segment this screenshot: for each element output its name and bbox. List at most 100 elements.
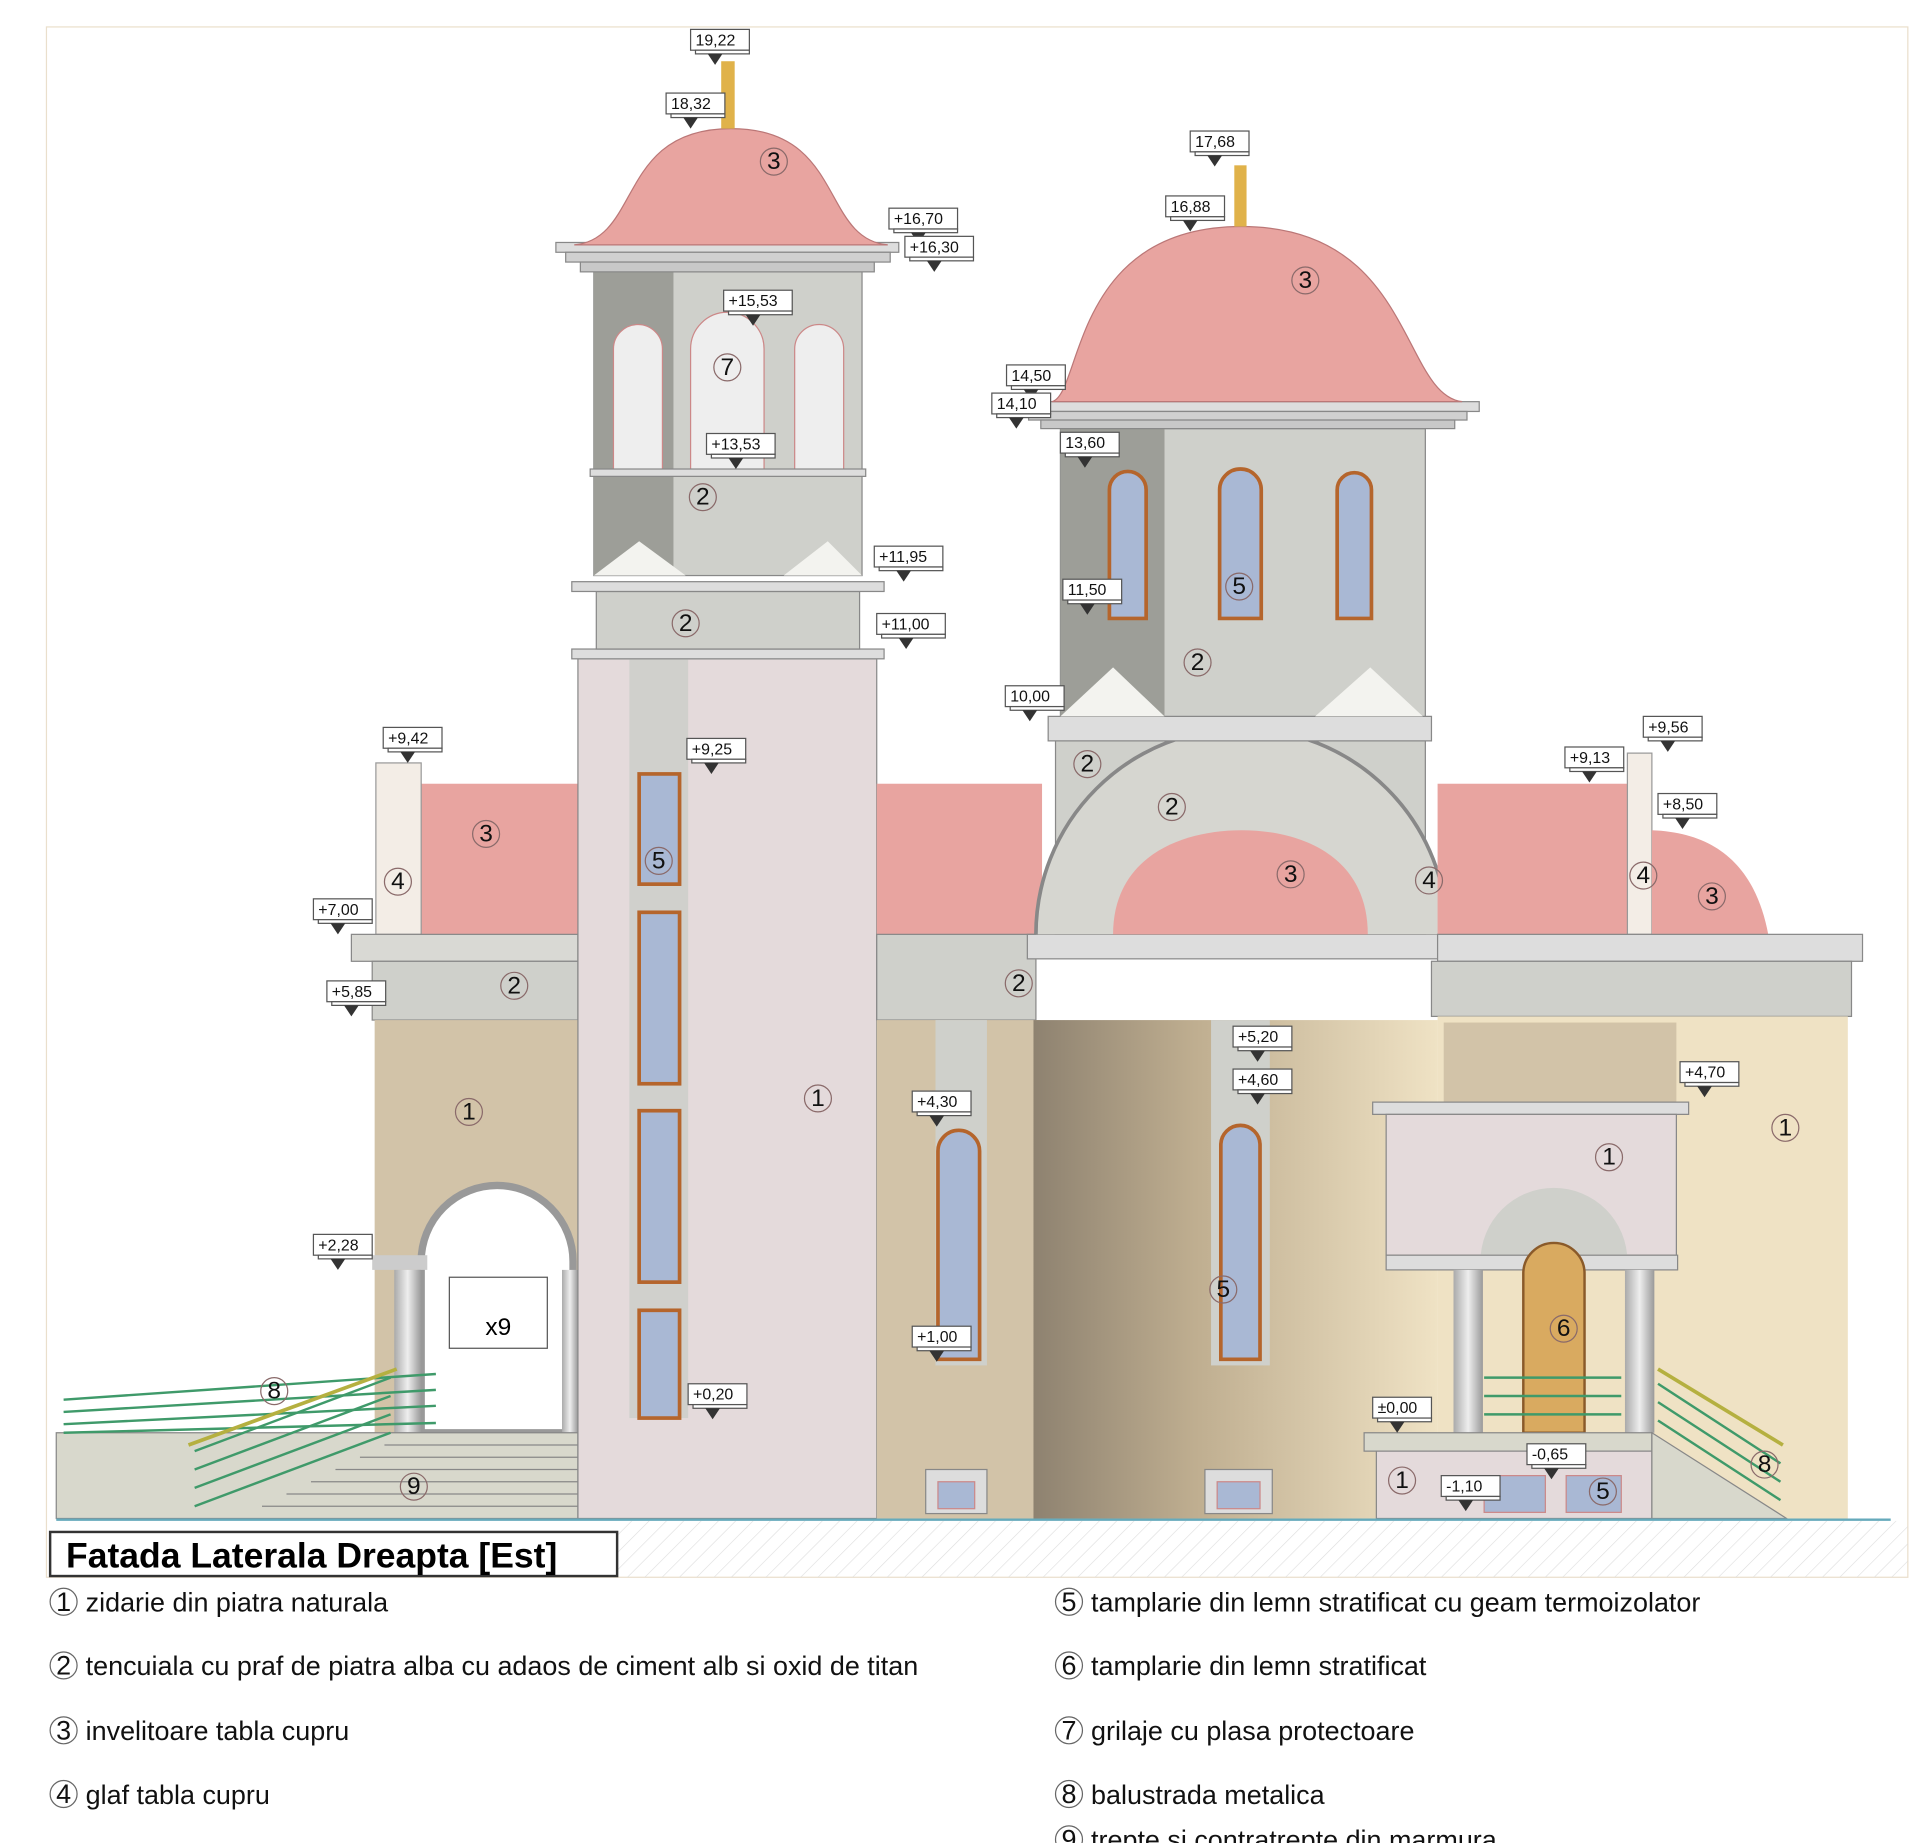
marker-number: 3: [1705, 883, 1719, 910]
elevation-tag: 17,68: [1189, 130, 1250, 167]
marker-number: 3: [1299, 267, 1313, 294]
marker-number: 2: [679, 610, 693, 637]
elevation-value: +16,70: [894, 211, 943, 228]
elevation-marker-icon: [1022, 710, 1038, 722]
elevation-marker-icon: [728, 457, 744, 470]
elevation-underline: [1010, 385, 1066, 391]
elevation-tag: +11,95: [873, 545, 944, 582]
elevation-underline: [1647, 736, 1703, 742]
elevation-underline: [909, 256, 975, 262]
elevation-marker-icon: [330, 923, 346, 935]
elevation-tag: +7,00: [312, 898, 373, 935]
left-wing: x9: [350, 762, 579, 1437]
legend-number: 2: [56, 1650, 71, 1680]
marker-number: 8: [1758, 1451, 1772, 1478]
elevation-value: 10,00: [1010, 689, 1050, 706]
elevation-underline: [1064, 452, 1120, 458]
elevation-underline: [331, 1001, 387, 1006]
marker-number: 4: [1637, 862, 1651, 889]
marker-number: 5: [652, 847, 666, 874]
legend-number-circle-icon: [49, 1779, 78, 1809]
material-marker: 3: [472, 819, 501, 849]
legend-text: trepte si contratrepte din marmura: [1091, 1825, 1497, 1843]
elevation-tag: +4,60: [1232, 1068, 1293, 1105]
material-marker: 4: [1629, 861, 1658, 890]
legend-number-circle-icon: [1054, 1587, 1084, 1616]
material-marker: 3: [1276, 860, 1305, 889]
elevation-tag: -1,10: [1440, 1475, 1501, 1512]
elevation-underline: [1376, 1417, 1433, 1423]
marker-number: 8: [267, 1378, 281, 1405]
elevation-marker-icon: [330, 1258, 346, 1270]
marker-number: 2: [507, 972, 521, 999]
elevation-tag: +1,00: [911, 1325, 972, 1362]
elevation-value: +2,28: [318, 1237, 358, 1254]
opening-label: x9: [485, 1314, 511, 1341]
elevation-marker-icon: [1660, 740, 1676, 752]
elevation-tag: +16,70: [888, 207, 959, 244]
elevation-marker-icon: [344, 1005, 359, 1017]
elevation-value: +9,56: [1648, 719, 1688, 736]
elevation-marker-icon: [1675, 818, 1690, 830]
marker-circle-icon: [1183, 648, 1212, 677]
elevation-tag: ±0,00: [1372, 1396, 1433, 1433]
elevation-value: 14,10: [997, 396, 1037, 413]
legend-text: glaf tabla cupru: [86, 1780, 270, 1810]
legend-text: zidarie din piatra naturala: [86, 1588, 388, 1618]
marker-number: 2: [696, 484, 710, 511]
material-marker: 4: [1414, 866, 1444, 895]
elevation-value: +13,53: [711, 436, 760, 453]
marker-circle-icon: [454, 1097, 484, 1127]
elevation-value: 11,50: [1068, 582, 1107, 599]
elevation-underline: [878, 566, 944, 572]
legend-text: tamplarie din lemn stratificat: [1091, 1651, 1427, 1681]
elevation-tag: +11,00: [876, 612, 946, 650]
elevation-marker-icon: [896, 570, 912, 582]
elevation-tag: 10,00: [1004, 685, 1065, 722]
elevation-underline: [387, 747, 443, 753]
marker-number: 2: [1191, 649, 1205, 676]
elevation-marker-icon: [1458, 1500, 1474, 1512]
material-marker: 1: [1387, 1466, 1417, 1495]
elevation-value: -1,10: [1446, 1479, 1482, 1496]
material-marker: 7: [713, 353, 742, 382]
elevation-value: 17,68: [1195, 134, 1235, 151]
elevation-underline: [916, 1346, 972, 1352]
elevation-underline: [1170, 216, 1226, 222]
marker-number: 1: [1779, 1114, 1793, 1141]
material-marker: 2: [1004, 969, 1033, 998]
elevation-tag: 14,10: [991, 392, 1052, 429]
elevation-underline: [1194, 151, 1250, 157]
right-railing: [1484, 1367, 1784, 1502]
marker-number: 2: [1165, 794, 1179, 821]
left-stair-steps: [261, 1444, 578, 1507]
legend-text: grilaje cu plasa protectoare: [1091, 1716, 1414, 1746]
material-marker: 9: [399, 1472, 428, 1501]
elevation-underline: [710, 453, 776, 459]
marker-number: 3: [479, 820, 493, 847]
material-marker: 5: [1588, 1477, 1617, 1506]
elevation-value: +8,50: [1663, 796, 1703, 813]
elevation-value: +16,30: [910, 239, 959, 256]
elevation-marker-icon: [400, 751, 416, 763]
marker-circle-icon: [1291, 266, 1320, 295]
legend-number-circle-icon: [1054, 1651, 1084, 1680]
bell-tower: [555, 61, 900, 1520]
elevation-underline: [670, 113, 726, 119]
elevation-tag: +15,53: [723, 289, 793, 326]
marker-circle-icon: [688, 483, 717, 512]
elevation-marker-icon: [683, 117, 698, 129]
drawing-title-box: Fatada Laterala Dreapta [Est]: [48, 1530, 619, 1578]
material-marker: 5: [1209, 1275, 1238, 1304]
elevation-marker-icon: [1389, 1421, 1405, 1433]
material-marker: 1: [1594, 1143, 1624, 1172]
marker-number: 7: [721, 354, 735, 381]
marker-circle-icon: [1209, 1275, 1238, 1304]
elevation-marker-icon: [1697, 1086, 1712, 1098]
material-marker: 1: [803, 1084, 833, 1113]
marker-circle-icon: [759, 147, 788, 176]
